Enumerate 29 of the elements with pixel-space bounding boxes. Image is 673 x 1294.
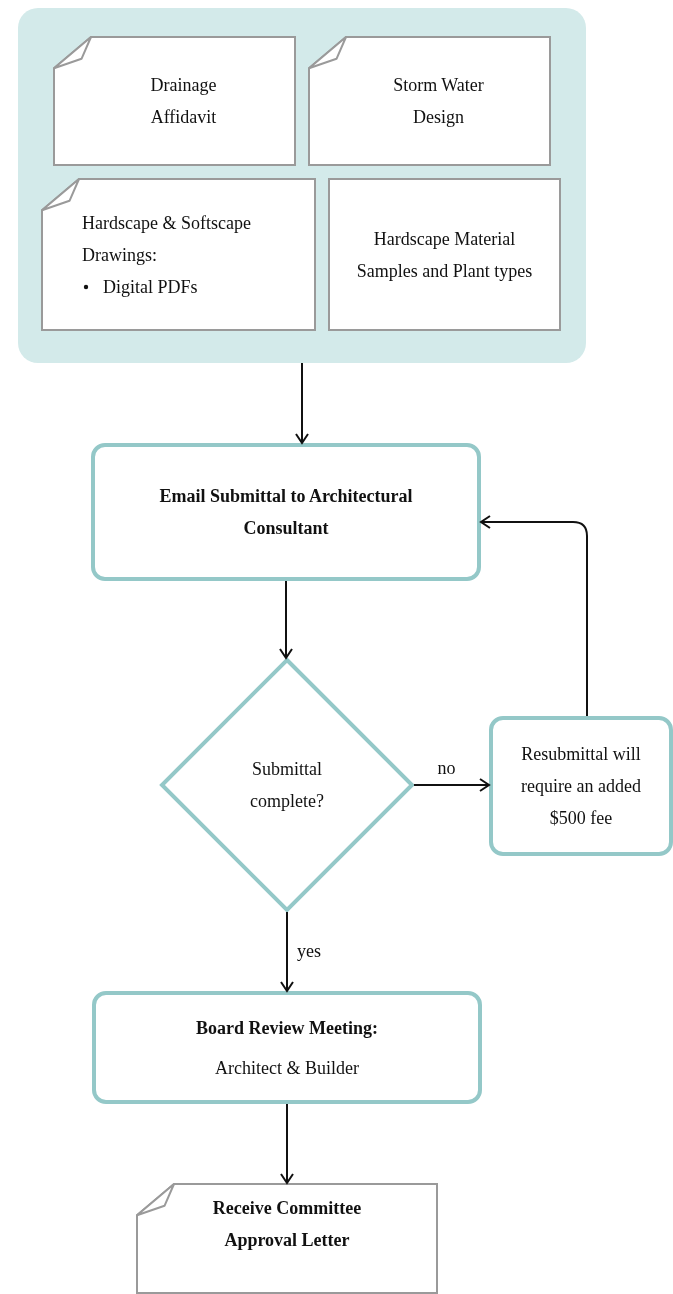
document-box <box>41 178 316 331</box>
arrow <box>480 515 588 717</box>
document-box <box>53 36 296 166</box>
process-box <box>489 716 673 856</box>
arrow <box>413 778 490 792</box>
node-label: Receive Committee Approval Letter <box>211 1196 363 1252</box>
group-panel <box>18 8 586 363</box>
node-label: Storm Water Design <box>392 74 485 129</box>
arrow <box>280 911 294 992</box>
process-box <box>92 991 482 1104</box>
arrow <box>280 1103 294 1184</box>
arrow <box>295 362 309 444</box>
edge-label: yes <box>297 939 321 962</box>
node-label: Architect & Builder <box>215 1056 359 1080</box>
document-box <box>308 36 551 166</box>
node-label: Submittal complete? <box>249 758 325 813</box>
decision-diamond <box>160 658 414 912</box>
process-box <box>91 443 481 581</box>
arrow <box>279 580 293 659</box>
edge-label: no <box>437 757 456 779</box>
node-label: Hardscape Material Samples and Plant types <box>355 227 534 283</box>
heading: Board Review Meeting: <box>196 1016 378 1040</box>
process-box <box>328 178 561 331</box>
node-label: Email Submittal to Architectural Consultant <box>158 485 414 540</box>
node-label: Resubmittal will require an added $500 fee <box>520 743 642 830</box>
bullet-item: Digital PDFs <box>103 275 198 299</box>
document-box <box>136 1183 438 1294</box>
heading: Hardscape & Softscape Drawings: <box>82 211 252 267</box>
node-label: Drainage Affidavit <box>149 74 218 129</box>
